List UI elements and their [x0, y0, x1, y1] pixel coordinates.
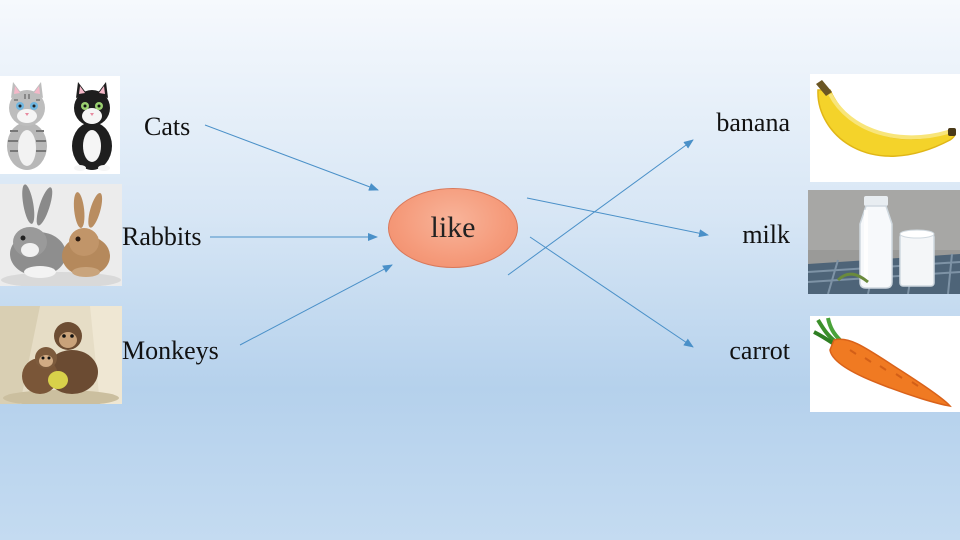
- rabbits-image: [0, 184, 122, 286]
- milk-glass-icon: [899, 229, 935, 287]
- banana-label: banana: [716, 108, 790, 137]
- like-oval: like: [388, 188, 518, 268]
- grey-rabbit-icon: [10, 184, 66, 278]
- arrow-monkeys-to-like: [239, 264, 393, 346]
- monkeys-image: [0, 306, 122, 404]
- arrow-like-to-milk: [526, 197, 709, 238]
- milk-bottle-icon: [859, 196, 893, 289]
- rabbits-label: Rabbits: [122, 222, 202, 251]
- fruit-icon: [48, 371, 68, 389]
- black-cat-icon: [72, 82, 112, 171]
- cats-image: [0, 76, 120, 174]
- carrot-icon: [813, 317, 952, 408]
- carrot-label: carrot: [729, 336, 790, 365]
- like-label: like: [430, 211, 476, 244]
- banana-icon: [817, 89, 956, 157]
- arrow-like-to-carrot: [529, 236, 694, 348]
- monkeys-label: Monkeys: [122, 336, 219, 365]
- grey-cat-icon: [7, 82, 47, 170]
- cats-label: Cats: [144, 112, 191, 141]
- milk-image: [808, 190, 960, 294]
- banana-image: [810, 74, 960, 182]
- milk-label: milk: [742, 220, 790, 249]
- arrow-cats-to-like: [204, 124, 379, 191]
- baby-monkey-icon: [22, 347, 58, 394]
- carrot-image: [810, 316, 960, 412]
- brown-rabbit-icon: [62, 192, 110, 277]
- arrow-like-to-banana: [507, 139, 694, 276]
